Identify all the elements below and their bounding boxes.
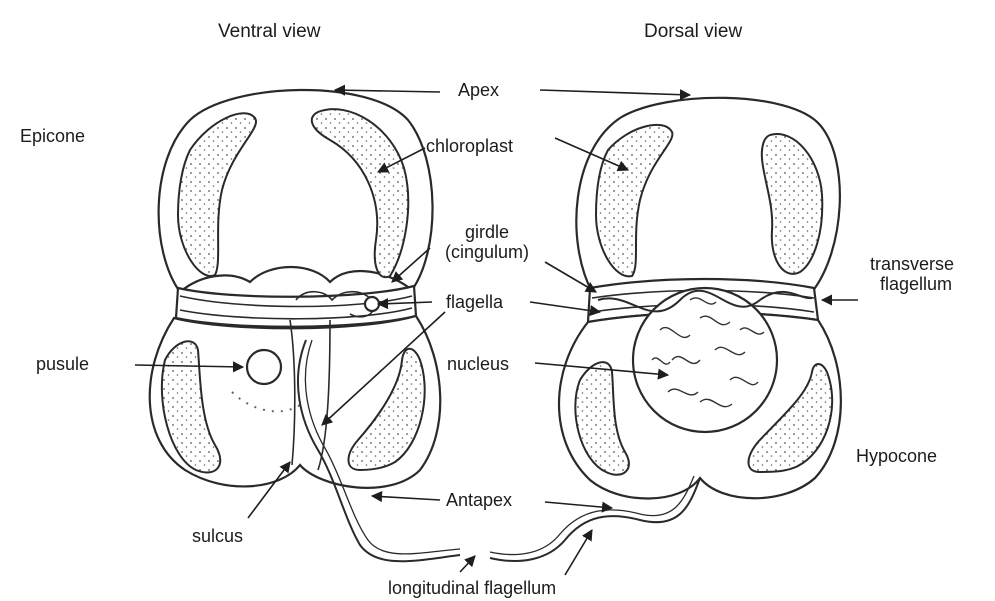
label-transverse-line1: transverse [870, 254, 954, 274]
label-girdle: girdle (cingulum) [422, 222, 552, 262]
leader-longflag-left [460, 556, 475, 572]
label-epicone: Epicone [20, 126, 85, 146]
ventral-cell [150, 90, 460, 561]
heading-ventral-view: Ventral view [218, 22, 320, 42]
label-flagella: flagella [446, 292, 503, 312]
label-longitudinal-flagellum: longitudinal flagellum [388, 578, 556, 598]
leader-apex-ventral [335, 90, 440, 92]
heading-dorsal-view: Dorsal view [644, 22, 742, 42]
leader-antapex-dorsal [545, 502, 612, 508]
ventral-flagellar-pore [365, 297, 379, 311]
leader-antapex-ventral [372, 496, 440, 500]
label-transverse-line2: flagellum [870, 274, 954, 294]
leader-apex-dorsal [540, 90, 690, 95]
ventral-pusule [247, 350, 281, 384]
dorsal-cell [490, 98, 841, 561]
label-sulcus: sulcus [192, 526, 243, 546]
label-girdle-line2: (cingulum) [422, 242, 552, 262]
label-apex: Apex [458, 80, 499, 100]
label-nucleus: nucleus [447, 354, 509, 374]
label-chloroplast: chloroplast [426, 136, 513, 156]
dorsal-nucleus [633, 288, 777, 432]
label-transverse-flagellum: transverse flagellum [870, 254, 954, 294]
label-hypocone: Hypocone [856, 446, 937, 466]
label-pusule: pusule [36, 354, 89, 374]
label-girdle-line1: girdle [422, 222, 552, 242]
label-antapex: Antapex [446, 490, 512, 510]
